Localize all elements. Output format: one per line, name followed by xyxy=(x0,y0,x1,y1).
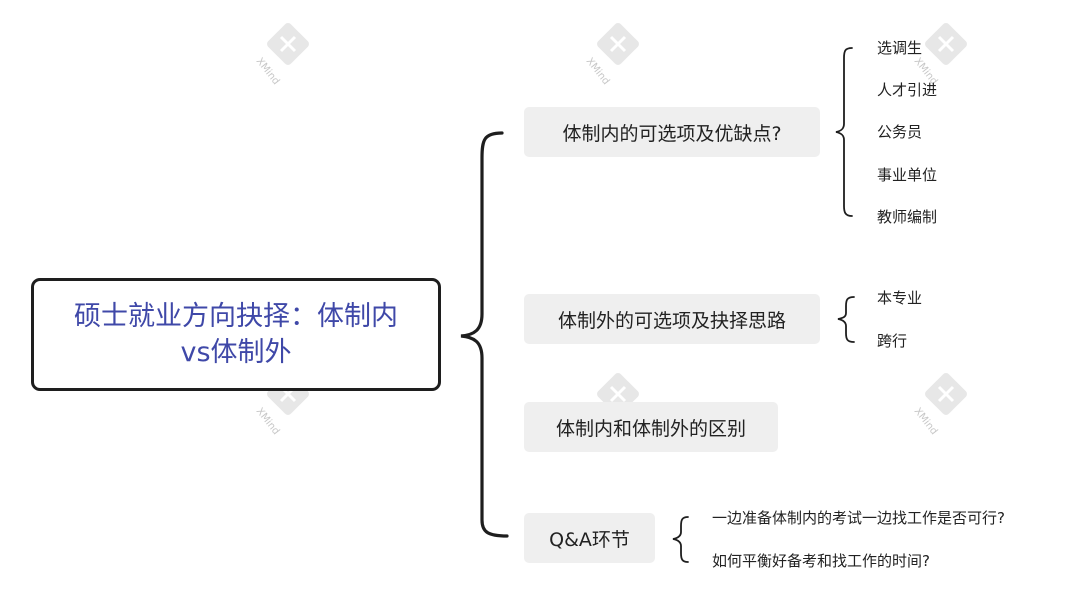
subtopic[interactable]: 一边准备体制内的考试一边找工作是否可行? xyxy=(712,509,1005,527)
bracket-branch-2 xyxy=(837,296,855,343)
xmind-watermark-icon xyxy=(924,22,968,66)
subtopic[interactable]: 如何平衡好备考和找工作的时间? xyxy=(712,552,930,570)
main-bracket xyxy=(460,131,509,538)
subtopic[interactable]: 教师编制 xyxy=(877,208,938,226)
central-topic-text: 硕士就业方向抉择：体制内 vs体制外 xyxy=(74,299,398,371)
xmind-watermark-icon xyxy=(266,22,310,66)
branch-topic-label: 体制外的可选项及抉择思路 xyxy=(557,309,786,332)
xmind-watermark-icon xyxy=(924,372,968,416)
xmind-watermark-icon xyxy=(596,22,640,66)
subtopic[interactable]: 选调生 xyxy=(877,39,923,57)
central-topic-line-1: 硕士就业方向抉择：体制内 xyxy=(74,300,398,332)
central-topic[interactable]: 硕士就业方向抉择：体制内 vs体制外 xyxy=(31,278,441,391)
subtopic[interactable]: 本专业 xyxy=(877,289,923,307)
branch-topic-label: 体制内的可选项及优缺点? xyxy=(562,122,782,145)
central-topic-line-2: vs体制外 xyxy=(180,336,292,368)
branch-topic-4[interactable]: Q&A环节 xyxy=(524,513,655,563)
bracket-branch-4 xyxy=(672,516,689,563)
bracket-branch-1 xyxy=(835,47,853,217)
subtopic[interactable]: 事业单位 xyxy=(877,166,938,184)
branch-topic-3[interactable]: 体制内和体制外的区别 xyxy=(524,402,778,452)
branch-topic-label: Q&A环节 xyxy=(549,528,630,551)
branch-topic-2[interactable]: 体制外的可选项及抉择思路 xyxy=(524,294,820,344)
subtopic[interactable]: 跨行 xyxy=(877,332,908,350)
subtopic[interactable]: 人才引进 xyxy=(877,81,938,99)
branch-topic-label: 体制内和体制外的区别 xyxy=(555,417,746,440)
branch-topic-1[interactable]: 体制内的可选项及优缺点? xyxy=(524,107,820,157)
subtopic[interactable]: 公务员 xyxy=(877,123,923,141)
